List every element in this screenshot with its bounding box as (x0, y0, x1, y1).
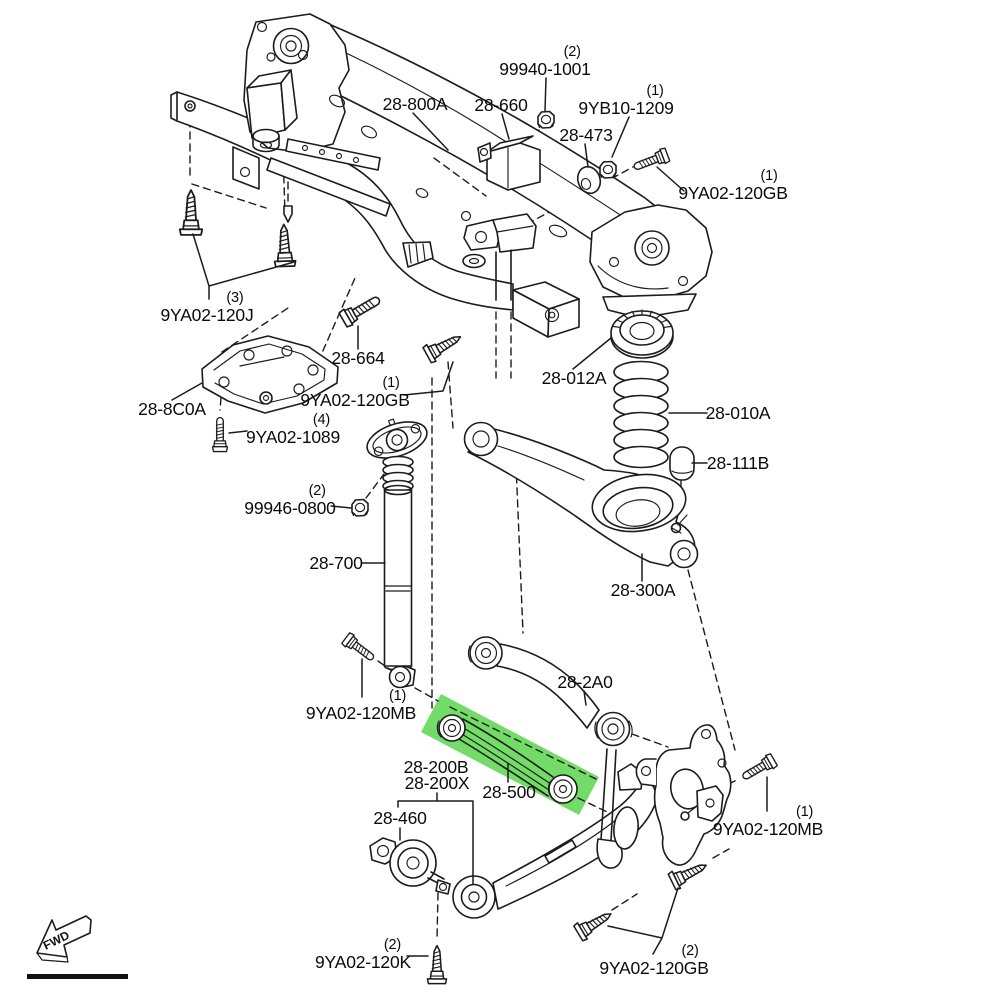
screw-9ya02-120k-icon (426, 944, 448, 985)
shock-absorber-28-700 (366, 418, 428, 689)
part-label-99946-0800[interactable]: (2)99946-0800 (244, 483, 336, 519)
part-label-28-500[interactable]: 28-500 (482, 781, 536, 802)
spring-seat-28-012A (610, 309, 674, 359)
part-label-28-200b[interactable]: 28-200B (403, 756, 469, 777)
part-label-28-460[interactable]: 28-460 (373, 807, 427, 828)
bolt-9ya02-120gb-icon (630, 146, 671, 176)
part-label-9yb10-1209[interactable]: (1)9YB10-1209 (578, 83, 674, 119)
part-label-28-800a[interactable]: 28-800A (382, 93, 448, 114)
part-label-28-012a[interactable]: 28-012A (541, 367, 607, 388)
screw-9ya02-120gb-icon (572, 904, 617, 943)
part-label-9ya02-120gb-top[interactable]: (1)9YA02-120GB (678, 168, 788, 204)
washer-28-473-icon (576, 165, 602, 195)
nut-99940-1001-icon (537, 110, 555, 129)
part-label-9ya02-120k[interactable]: (2)9YA02-120K (315, 937, 411, 973)
bracket-28-660 (477, 135, 541, 191)
nut-9yb10-1209-icon (599, 160, 617, 179)
rear-knuckle (596, 724, 732, 869)
trailing-arm-28-200 (369, 763, 659, 919)
fwd-marker: FWD (36, 915, 92, 963)
coil-spring-28-010A (613, 360, 669, 469)
part-label-28-300a[interactable]: 28-300A (610, 579, 676, 600)
skid-plate-28-8C0A (201, 335, 339, 414)
part-label-9ya02-1089[interactable]: (4)9YA02-1089 (245, 412, 341, 448)
bolt-9ya02-120mb-icon (738, 752, 779, 785)
subframe-crossmember (170, 13, 713, 338)
upper-control-arm-28-2A0 (467, 636, 633, 747)
part-label-9ya02-120gb-bottom[interactable]: (2)9YA02-120GB (599, 943, 709, 979)
screw-9ya02-120j-icon (178, 189, 204, 236)
bolt-28-664-icon (337, 290, 385, 329)
part-label-28-111b[interactable]: 28-111B (706, 452, 770, 473)
part-label-9ya02-120j[interactable]: (3)9YA02-120J (160, 290, 254, 326)
part-label-28-473[interactable]: 28-473 (559, 124, 613, 145)
bolt-9ya02-120mb-icon (340, 631, 379, 666)
part-label-28-700[interactable]: 28-700 (309, 552, 363, 573)
lower-control-arm-28-300A (463, 421, 699, 569)
nut-99946-0800-icon (351, 498, 369, 517)
leader-lines (171, 77, 768, 957)
part-label-28-010a[interactable]: 28-010A (705, 402, 771, 423)
bump-stop-28-111B (669, 446, 695, 481)
part-label-9ya02-120gb-mid[interactable]: (1)9YA02-120GB (300, 375, 410, 411)
part-label-28-200x[interactable]: 28-200X (404, 772, 470, 793)
part-label-28-8c0a[interactable]: 28-8C0A (138, 398, 206, 419)
lateral-link-28-500[interactable] (436, 714, 578, 804)
part-label-99940-1001[interactable]: (2)99940-1001 (499, 44, 591, 80)
screw-9ya02-120gb-icon (421, 327, 466, 365)
part-label-28-2a0[interactable]: 28-2A0 (557, 671, 613, 692)
part-label-9ya02-120mb-right[interactable]: (1)9YA02-120MB (712, 804, 824, 840)
part-label-9ya02-120mb-left[interactable]: (1)9YA02-120MB (305, 688, 417, 724)
scale-bar (27, 974, 128, 979)
part-label-28-660[interactable]: 28-660 (474, 94, 528, 115)
part-label-28-664[interactable]: 28-664 (331, 347, 385, 368)
bolt-9ya02-1089-icon (211, 416, 229, 453)
screw-9ya02-120j-icon (272, 223, 297, 268)
